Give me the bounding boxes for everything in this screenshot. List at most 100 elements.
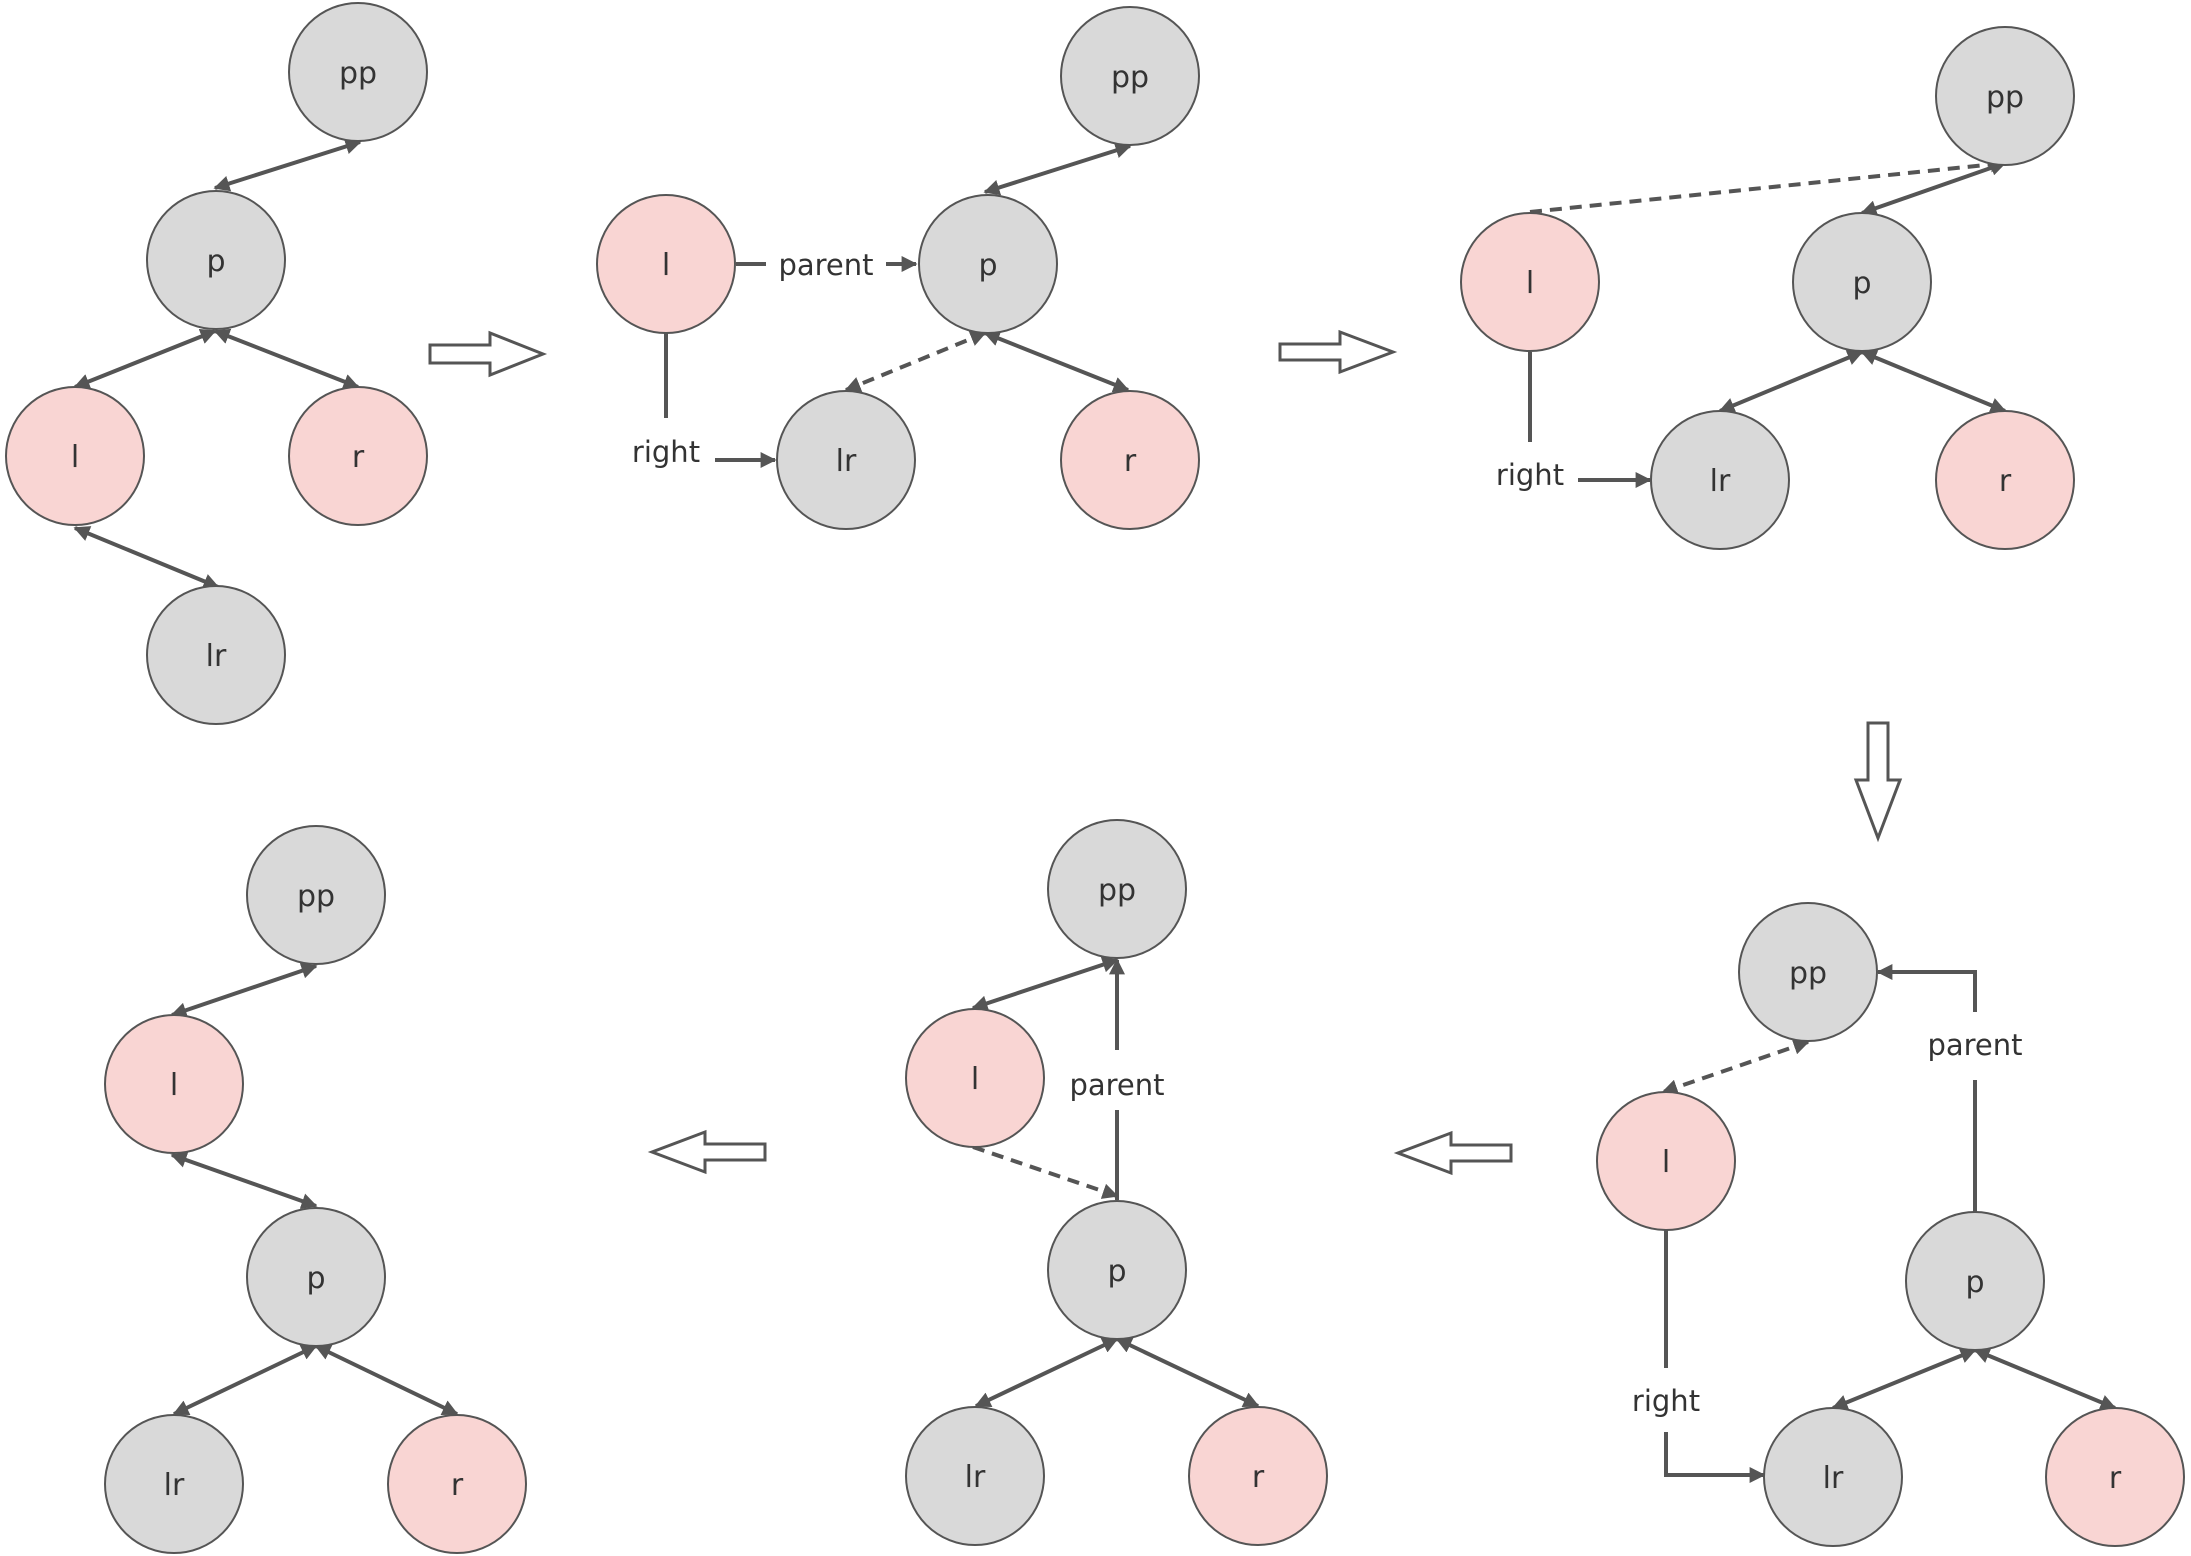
panel-6: pp l p lr r bbox=[104, 825, 527, 1554]
node-r-label: r bbox=[2109, 1461, 2122, 1496]
node-p: p bbox=[1047, 1200, 1187, 1340]
edge-p-r bbox=[314, 1344, 459, 1416]
edge-label-right: right bbox=[632, 435, 700, 469]
edge-label-parent: parent bbox=[1069, 1068, 1164, 1102]
edge-p-r bbox=[1860, 350, 2007, 413]
node-p: p bbox=[1905, 1211, 2045, 1351]
panel-4-edges bbox=[1661, 964, 2117, 1483]
edge-p-parent-b bbox=[1876, 964, 1977, 1012]
node-lr: lr bbox=[1763, 1407, 1903, 1547]
node-l-label: l bbox=[71, 440, 79, 475]
node-p-label: p bbox=[206, 244, 225, 279]
node-p: p bbox=[918, 194, 1058, 334]
panel-1-edges bbox=[73, 138, 362, 589]
panel-1: pp p l r lr bbox=[5, 2, 428, 725]
edge-pp-p bbox=[1860, 160, 2007, 216]
step-arrow-left-2 bbox=[647, 1129, 767, 1175]
node-r-label: r bbox=[451, 1468, 464, 1503]
edge-l-p-dashed bbox=[972, 1145, 1119, 1199]
edge-pp-l-dashed bbox=[1661, 1039, 1810, 1095]
node-p-label: p bbox=[306, 1261, 325, 1296]
edge-p-lr bbox=[1831, 1348, 1977, 1410]
panel-2-edges bbox=[664, 142, 1132, 468]
node-p-label: p bbox=[1965, 1265, 1984, 1300]
edge-p-r bbox=[983, 330, 1130, 393]
edge-l-right-b bbox=[1664, 1432, 1766, 1483]
node-lr: lr bbox=[776, 390, 916, 530]
node-r: r bbox=[1188, 1406, 1328, 1546]
node-p: p bbox=[1792, 212, 1932, 352]
node-lr-label: lr bbox=[1710, 464, 1731, 499]
node-l-label: l bbox=[971, 1062, 979, 1097]
edge-p-r bbox=[1973, 1348, 2117, 1410]
node-l: l bbox=[596, 194, 736, 334]
edge-label-right: right bbox=[1496, 458, 1564, 492]
edge-pp-p bbox=[983, 142, 1132, 196]
node-pp: pp bbox=[1935, 26, 2075, 166]
node-l-label: l bbox=[1662, 1145, 1670, 1180]
edge-l-lr bbox=[73, 526, 220, 589]
edge-p-r bbox=[1115, 1337, 1260, 1408]
node-r-label: r bbox=[1999, 464, 2012, 499]
node-lr: lr bbox=[104, 1414, 244, 1554]
edge-p-l bbox=[73, 328, 217, 390]
node-lr-label: lr bbox=[1823, 1461, 1844, 1496]
panel-6-edges bbox=[170, 963, 459, 1416]
step-arrow-left-1 bbox=[1393, 1130, 1513, 1176]
node-pp-label: pp bbox=[1789, 956, 1827, 991]
edge-p-lr bbox=[1718, 350, 1864, 413]
node-pp-label: pp bbox=[1986, 80, 2024, 115]
node-r-label: r bbox=[1124, 444, 1137, 479]
node-lr-label: lr bbox=[164, 1468, 185, 1503]
node-lr: lr bbox=[146, 585, 286, 725]
node-lr-label: lr bbox=[836, 444, 857, 479]
edge-p-lr bbox=[974, 1337, 1119, 1408]
node-pp-label: pp bbox=[339, 56, 377, 91]
node-l-label: l bbox=[662, 248, 670, 283]
node-lr-label: lr bbox=[965, 1460, 986, 1495]
node-p-label: p bbox=[1852, 266, 1871, 301]
node-pp: pp bbox=[1060, 6, 1200, 146]
node-l-label: l bbox=[1526, 266, 1534, 301]
node-p-label: p bbox=[1107, 1254, 1126, 1289]
node-l: l bbox=[1596, 1091, 1736, 1231]
panel-4: parent right pp l p lr r bbox=[1596, 902, 2185, 1547]
node-l: l bbox=[905, 1008, 1045, 1148]
node-l: l bbox=[5, 386, 145, 526]
step-arrow-right-2 bbox=[1278, 329, 1398, 375]
panel-5: parent pp l p lr r bbox=[905, 819, 1328, 1546]
edge-l-p bbox=[170, 1152, 318, 1209]
node-r: r bbox=[2045, 1407, 2185, 1547]
edge-pp-l bbox=[170, 963, 318, 1018]
node-r: r bbox=[1935, 410, 2075, 550]
node-lr-label: lr bbox=[206, 639, 227, 674]
node-pp: pp bbox=[246, 825, 386, 965]
step-arrow-down bbox=[1853, 721, 1903, 843]
node-p: p bbox=[146, 190, 286, 330]
node-p: p bbox=[246, 1207, 386, 1347]
node-r: r bbox=[387, 1414, 527, 1554]
node-lr: lr bbox=[1650, 410, 1790, 550]
node-l: l bbox=[104, 1014, 244, 1154]
edge-p-lr-dashed bbox=[844, 331, 987, 392]
panel-2: parent right l pp p lr r bbox=[596, 6, 1200, 530]
node-pp-label: pp bbox=[1111, 60, 1149, 95]
panel-3-edges bbox=[1528, 156, 2007, 488]
node-r-label: r bbox=[352, 440, 365, 475]
edge-label-parent: parent bbox=[778, 248, 873, 282]
node-r: r bbox=[288, 386, 428, 526]
node-lr: lr bbox=[905, 1406, 1045, 1546]
node-l: l bbox=[1460, 212, 1600, 352]
edge-pp-l bbox=[971, 956, 1119, 1012]
panel-3: right pp l p lr r bbox=[1460, 26, 2075, 550]
node-pp: pp bbox=[288, 2, 428, 142]
edge-label-right: right bbox=[1632, 1384, 1700, 1418]
node-pp-label: pp bbox=[297, 879, 335, 914]
node-pp: pp bbox=[1738, 902, 1878, 1042]
node-p-label: p bbox=[978, 248, 997, 283]
node-pp-label: pp bbox=[1098, 873, 1136, 908]
edge-p-r bbox=[213, 328, 360, 390]
node-r-label: r bbox=[1252, 1460, 1265, 1495]
edge-label-parent: parent bbox=[1927, 1028, 2022, 1062]
